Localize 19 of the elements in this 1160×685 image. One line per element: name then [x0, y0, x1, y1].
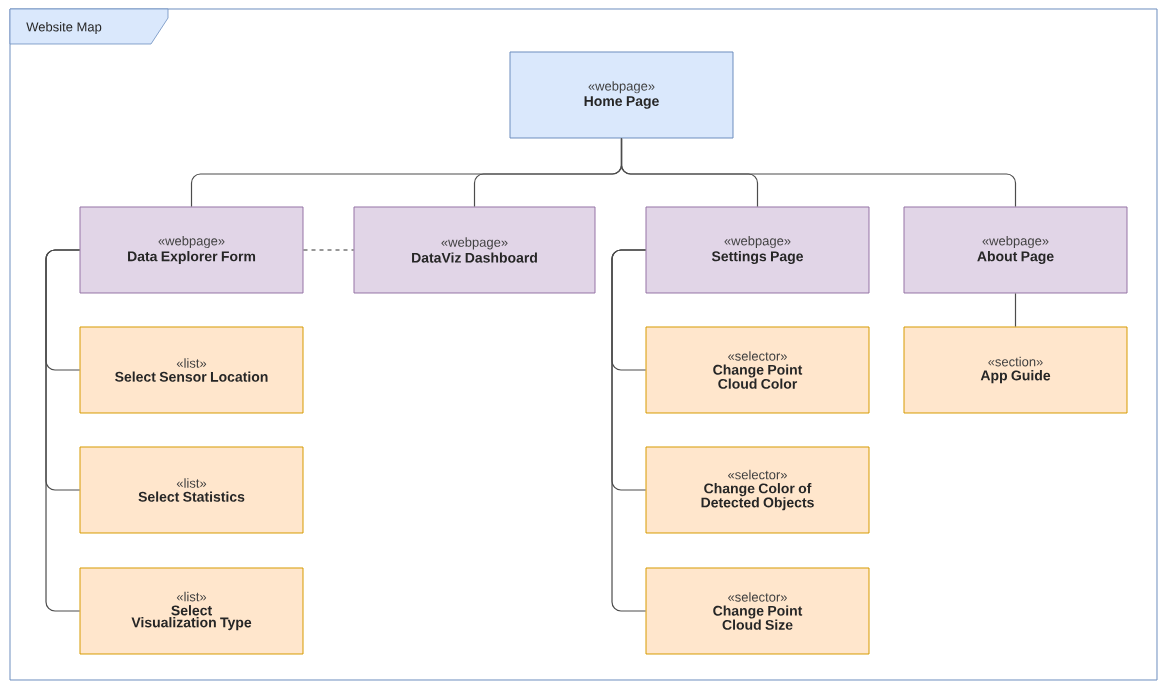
page-box: «webpage» About Page [903, 206, 1128, 294]
page-box: «webpage» Data Explorer Form [79, 206, 304, 294]
page-box: «webpage» Settings Page [645, 206, 870, 294]
frame-tab: Website Map [9, 8, 169, 45]
page-box: «list» Select Statistics [79, 446, 304, 534]
page-box: «list» Select Visualization Type [79, 567, 304, 655]
connector-line [611, 249, 647, 612]
page-box: «selector» Change Point Cloud Color [645, 326, 870, 414]
page-box: «section» App Guide [903, 326, 1128, 414]
page-box: «webpage» DataViz Dashboard [353, 206, 596, 294]
page-box: «list» Select Sensor Location [79, 326, 304, 414]
connector-line [302, 249, 355, 251]
diagram-frame [9, 8, 1158, 681]
connector-line [1014, 292, 1017, 328]
page-box: «selector» Change Color of Detected Objects [645, 446, 870, 534]
connector-line [620, 137, 1017, 208]
page-box: «webpage» Home Page [509, 51, 734, 139]
connector-line [45, 249, 81, 612]
page-box: «selector» Change Point Cloud Size [645, 567, 870, 655]
